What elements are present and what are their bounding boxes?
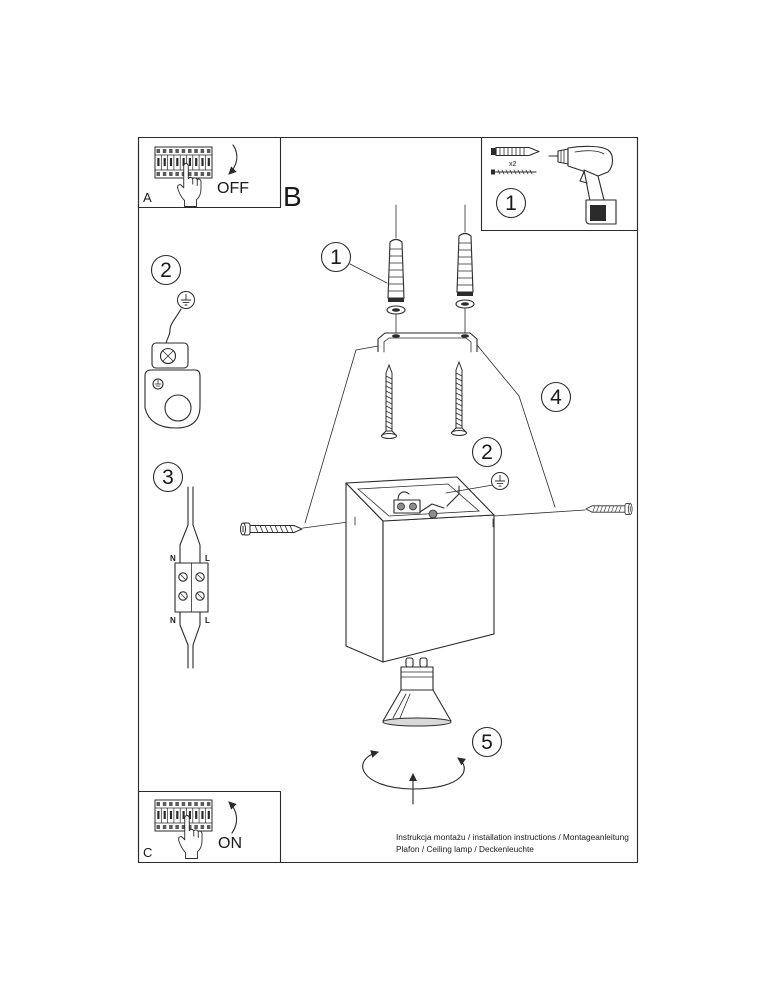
wire-label-n-bottom: N	[170, 616, 176, 625]
terminal-block-icon	[174, 562, 209, 613]
housing-opening	[356, 483, 481, 517]
footer-product-name: Plafon / Ceiling lamp / Deckenleuchte	[396, 844, 534, 854]
ground-icon	[491, 472, 509, 490]
housing-earth: 2	[445, 436, 509, 494]
side-screw-right	[585, 503, 633, 515]
step-1-plugs-badge	[320, 241, 352, 273]
arrow-up-icon	[228, 801, 238, 834]
drill-icon	[548, 145, 617, 225]
housing-terminal-icon	[393, 485, 460, 519]
step-3-wiring-badge	[152, 461, 184, 493]
panel-a-label: OFF	[217, 180, 249, 197]
panel-c-label: ON	[218, 835, 242, 852]
wire-label-n-top: N	[170, 554, 176, 563]
step-4-screws-number: 4	[550, 386, 562, 409]
step-3-wiring-number: 3	[162, 466, 174, 489]
earth-detail: 2	[144, 254, 201, 429]
quantity-label: x2	[509, 161, 517, 168]
outer-frame	[137, 136, 639, 864]
panel-a-letter: A	[143, 190, 152, 205]
housing-front-face	[382, 514, 495, 663]
wall-plug-right	[455, 232, 475, 309]
mounting-bracket	[377, 332, 478, 353]
wall-plugs: 1	[320, 204, 475, 335]
breaker-panel-icon	[154, 799, 213, 832]
arrow-down-icon	[228, 144, 238, 175]
rotate-arrow-icon	[362, 750, 467, 790]
step-1-plugs-number: 1	[330, 246, 342, 269]
step-2-housing-earth-number: 2	[481, 441, 493, 464]
earth-terminal-icon	[144, 342, 201, 429]
section-b-letter: B	[283, 181, 302, 212]
tools-panel: x2 1	[480, 136, 639, 232]
wire-label-l-bottom: L	[205, 616, 210, 625]
footer-instructions-title: Instrukcja montażu / installation instru…	[396, 832, 629, 842]
assembly-lines: 4	[302, 344, 586, 529]
tools-panel-frame	[480, 136, 639, 232]
wiring-detail: 3 N L N L	[152, 461, 210, 669]
screw-icon	[491, 169, 537, 175]
panel-c-letter: C	[143, 845, 152, 860]
bracket-screw-right	[451, 361, 467, 436]
lamp-cable	[179, 611, 201, 669]
step-4-screws-badge	[540, 381, 572, 413]
step-2-housing-earth-badge	[471, 436, 503, 468]
panel-c: C ON	[137, 790, 282, 864]
bracket-screw-left	[381, 364, 397, 439]
step-1-leader	[349, 263, 388, 284]
wire-label-l-top: L	[205, 554, 210, 563]
step-5-bulb-badge	[471, 726, 503, 758]
panel-a: A OFF	[137, 136, 282, 209]
supply-cable	[179, 486, 201, 564]
step-1-tools-number: 1	[505, 192, 517, 215]
panel-a-frame	[137, 136, 282, 209]
step-2-earth-number: 2	[160, 259, 172, 282]
gu10-bulb-icon	[382, 657, 452, 727]
wall-plug-left	[386, 238, 406, 315]
earth-wire	[165, 308, 182, 345]
ground-icon	[177, 291, 195, 309]
step-2-earth-badge	[150, 254, 182, 286]
side-screw-left	[240, 522, 303, 536]
wall-plug-icon	[491, 146, 540, 157]
step-5-bulb-number: 5	[481, 731, 493, 754]
panel-c-frame	[137, 790, 282, 864]
lamp-housing	[345, 476, 495, 663]
step-1-tools-badge	[495, 187, 527, 219]
earth-leader	[445, 484, 494, 494]
